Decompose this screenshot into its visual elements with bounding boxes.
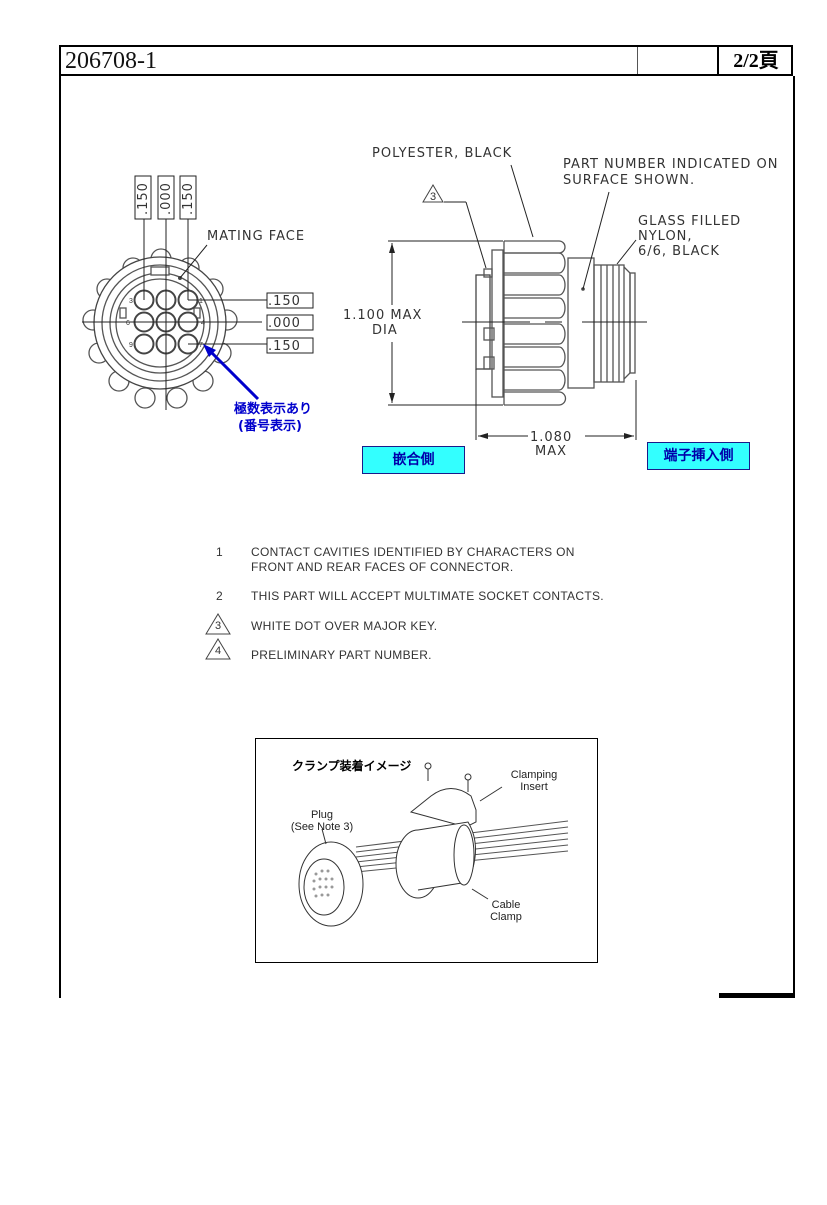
drawing-text: MATING FACE .150 .000 .150 .150 .000 .15… [126, 146, 778, 459]
title-block-blank-cell [638, 47, 719, 74]
pin-number-3: 3 [129, 298, 133, 305]
drawing-canvas: MATING FACE .150 .000 .150 .150 .000 .15… [82, 146, 778, 459]
clamp-illustration [298, 762, 569, 927]
diameter-dim-line1: 1.100 MAX [343, 308, 422, 323]
note-number-2: 2 [216, 589, 223, 603]
right-dim-1: .150 [268, 294, 301, 309]
pin-number-9: 9 [129, 342, 133, 349]
note-flag-triangle-icon [205, 613, 231, 635]
right-dimension-boxes [266, 292, 314, 354]
right-dim-3: .150 [268, 339, 301, 354]
screw-icon [424, 762, 472, 792]
part-number: 206708-1 [61, 47, 638, 74]
page-indicator: 2/2頁 [733, 50, 779, 72]
mating-face-view [82, 200, 267, 410]
terminal-insertion-side-label: 端子挿入側 [647, 442, 750, 470]
top-dimension-boxes [134, 175, 197, 220]
right-dim-2: .000 [268, 316, 301, 331]
note-1-line2: FRONT AND REAR FACES OF CONNECTOR. [251, 560, 514, 574]
plug-label-line2: (See Note 3) [290, 821, 354, 833]
length-dim-line2: MAX [535, 444, 567, 459]
part-number-note-line1: PART NUMBER INDICATED ON [563, 157, 778, 172]
material-rear-line2: NYLON, [638, 229, 693, 244]
cable-clamp-label-line1: Cable [491, 899, 521, 911]
pin-number-1: 1 [199, 298, 203, 305]
note-2-line1: THIS PART WILL ACCEPT MULTIMATE SOCKET C… [251, 589, 604, 603]
note-number-4: 4 [215, 645, 222, 657]
material-rear-line1: GLASS FILLED [638, 214, 741, 229]
note-number-3: 3 [215, 620, 222, 632]
left-border [59, 76, 61, 998]
polarity-annotation-line1: 極数表示あり [233, 401, 312, 417]
top-dim-1: .150 [136, 182, 151, 215]
pin-number-7: 7 [199, 342, 203, 349]
clamping-insert-label: Clamping Insert [504, 769, 564, 793]
plug-label: Plug (See Note 3) [282, 809, 362, 833]
knurled-ribs [503, 240, 567, 406]
top-dim-3: .150 [181, 182, 196, 215]
note-number-1: 1 [216, 545, 223, 559]
cable-clamp-label-line2: Clamp [490, 911, 522, 923]
clamping-insert-label-line1: Clamping [510, 769, 558, 781]
polarity-annotation-arrow [203, 344, 260, 401]
plug-label-line1: Plug [310, 809, 334, 821]
pin-number-6: 6 [126, 320, 130, 327]
callout-triangle-3: 3 [430, 191, 436, 203]
note-1-line1: CONTACT CAVITIES IDENTIFIED BY CHARACTER… [251, 545, 575, 559]
material-rear-line3: 6/6, BLACK [638, 244, 720, 259]
length-dim-line1: 1.080 [530, 430, 572, 445]
footer-bar [719, 993, 795, 998]
title-block: 206708-1 2/2頁 [59, 45, 793, 76]
pin-number-4: 4 [201, 320, 205, 327]
material-body-label: POLYESTER, BLACK [372, 146, 512, 161]
cable-clamp-label: Cable Clamp [481, 899, 531, 923]
note-flag-triangle-icon [205, 638, 231, 660]
clamp-assembly-image: クランプ装着イメージ Clamping [255, 738, 598, 963]
note-4-line1: PRELIMINARY PART NUMBER. [251, 648, 432, 662]
clamping-insert-label-line2: Insert [520, 781, 548, 793]
mating-face-label: MATING FACE [207, 229, 305, 244]
note-3-line1: WHITE DOT OVER MAJOR KEY. [251, 619, 438, 633]
polarity-annotation-line2: (番号表示) [238, 418, 302, 434]
part-number-note-line2: SURFACE SHOWN. [563, 173, 695, 188]
clamp-image-title: クランプ装着イメージ [292, 759, 412, 773]
top-dim-2: .000 [159, 182, 174, 215]
clamping-insert-part [409, 788, 477, 828]
right-border [793, 76, 795, 998]
diameter-dim-line2: DIA [372, 323, 398, 338]
side-view [388, 164, 647, 440]
mating-side-label: 嵌合側 [362, 446, 465, 474]
